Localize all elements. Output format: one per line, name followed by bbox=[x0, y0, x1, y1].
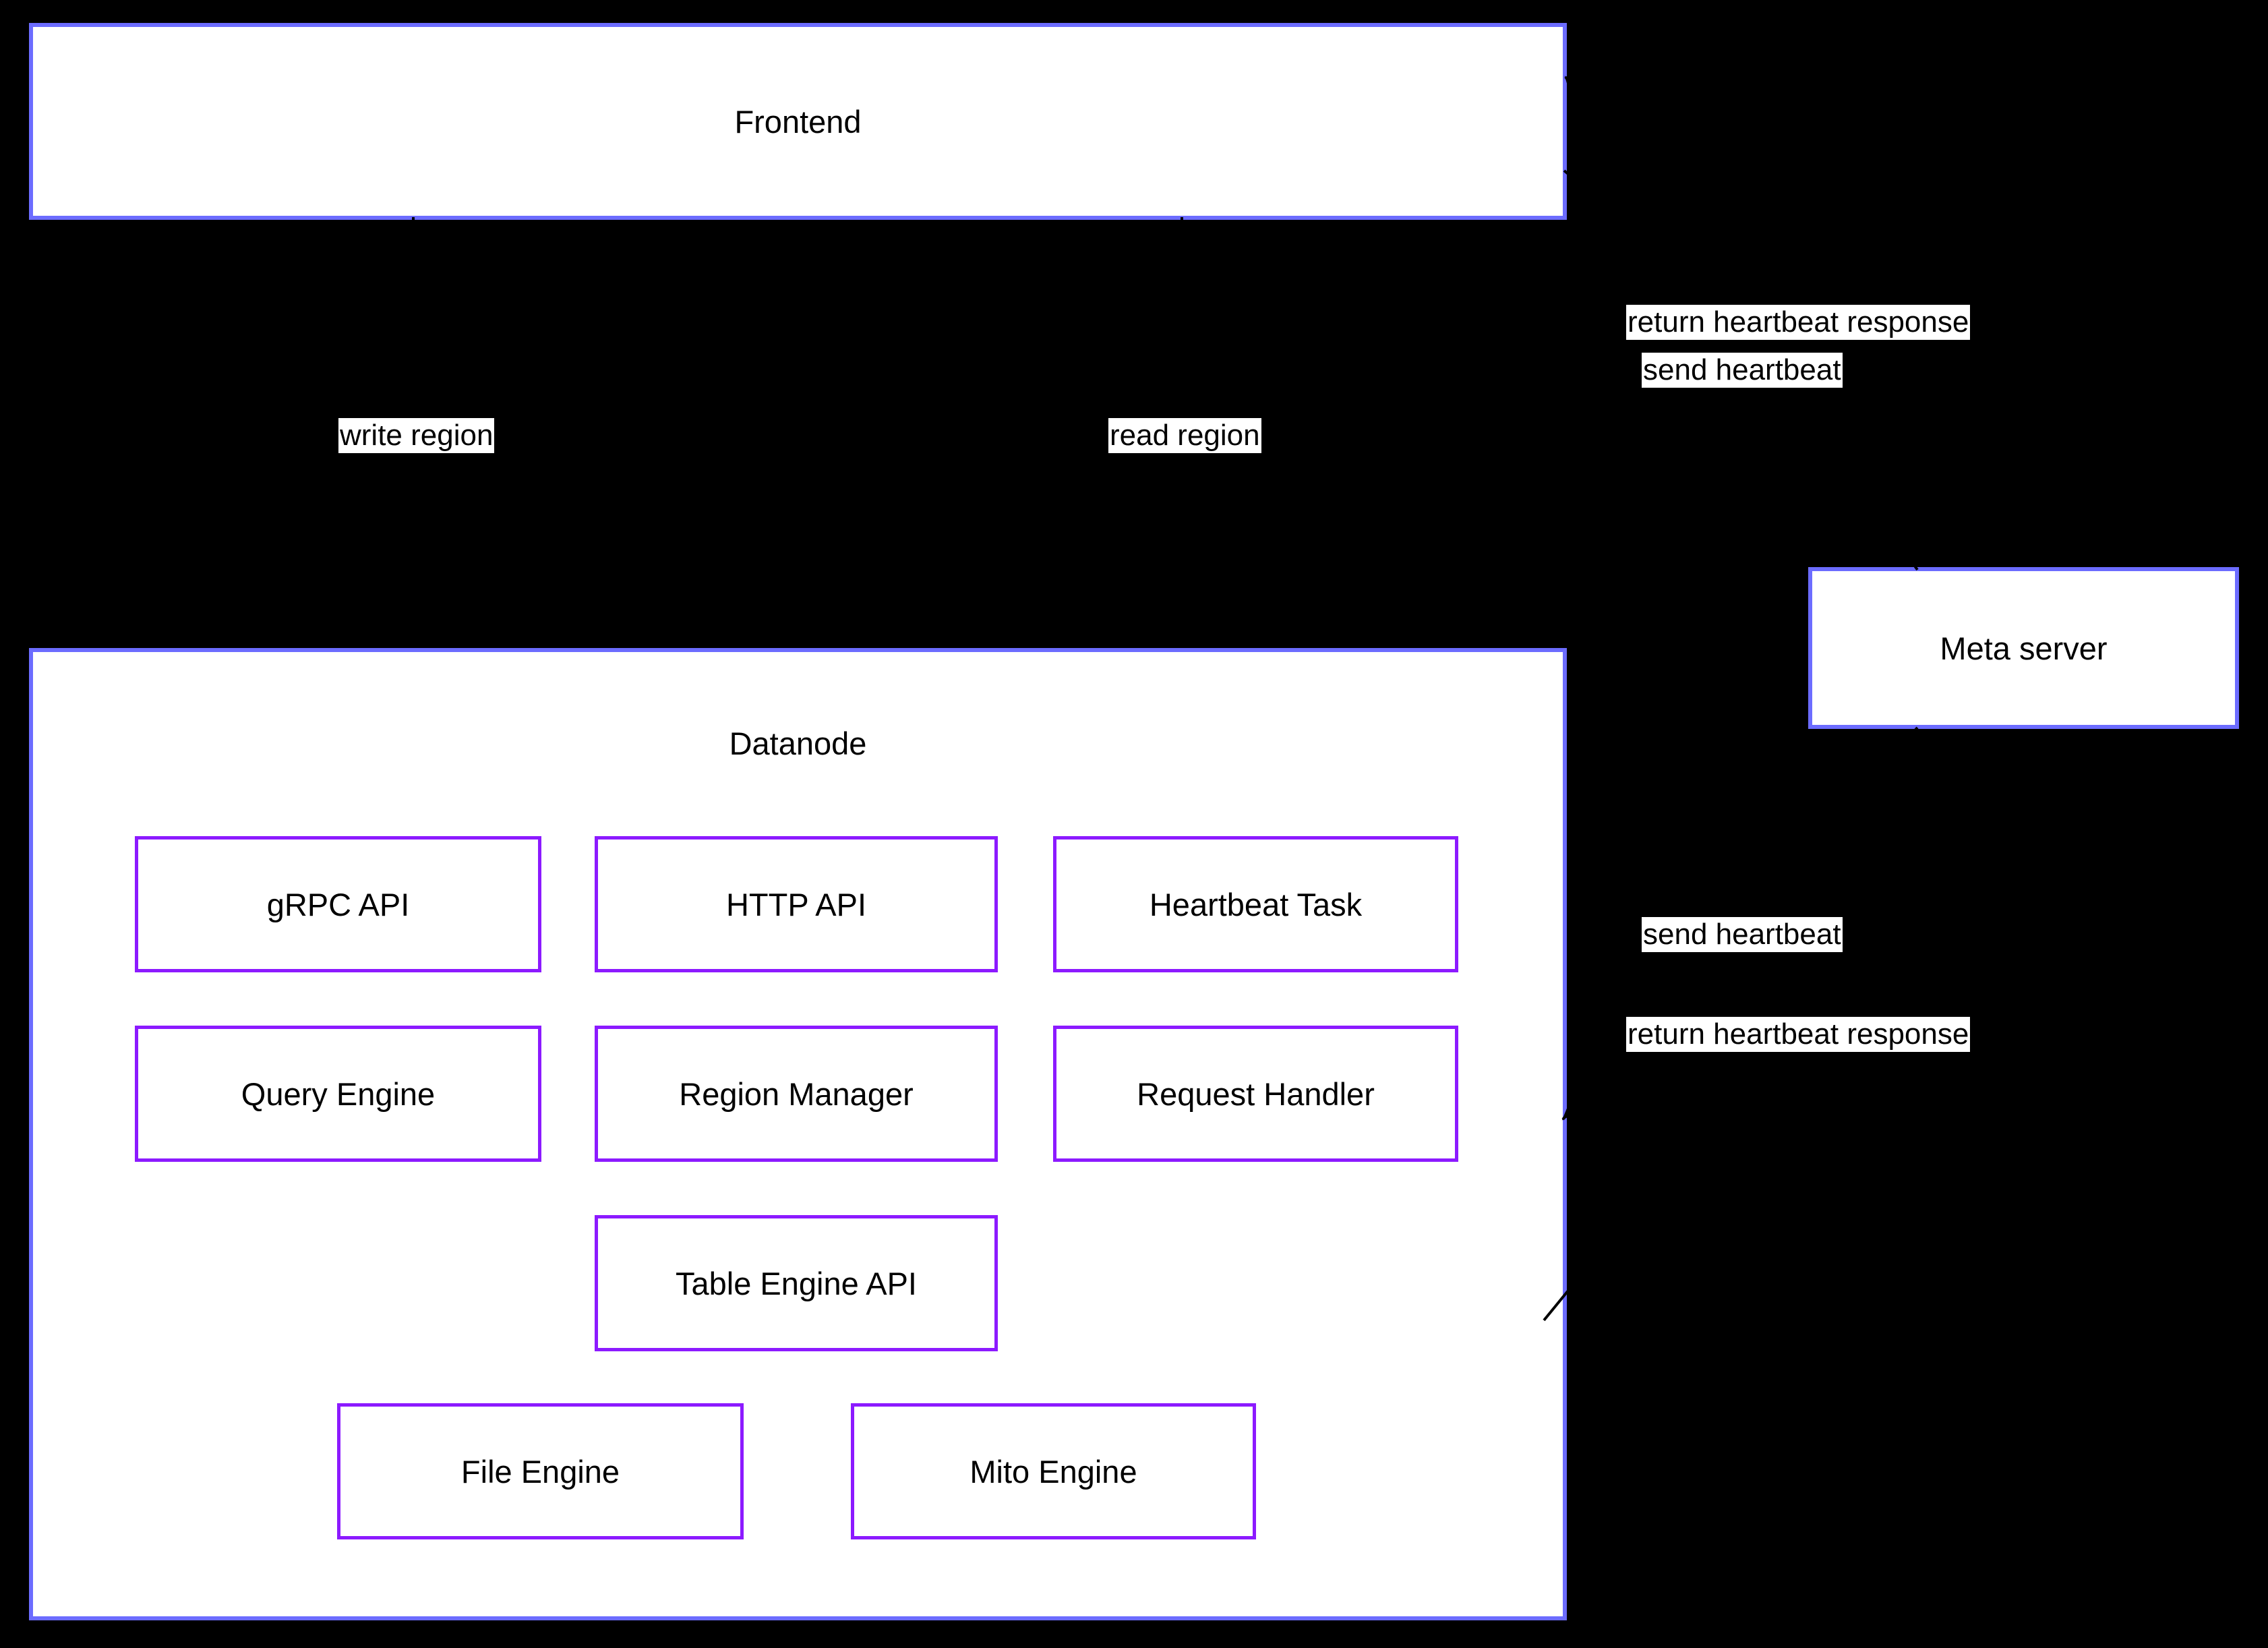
edge-label-write-region: write region bbox=[338, 418, 495, 453]
datanode-label: Datanode bbox=[729, 726, 867, 761]
mito-engine-label: Mito Engine bbox=[969, 1453, 1137, 1490]
meta-server-label: Meta server bbox=[1940, 630, 2108, 666]
grpc-api-label: gRPC API bbox=[266, 886, 410, 922]
region-manager-box: Region Manager bbox=[595, 1026, 998, 1162]
frontend-box: Frontend bbox=[29, 23, 1567, 220]
query-engine-box: Query Engine bbox=[135, 1026, 541, 1162]
heartbeat-task-box: Heartbeat Task bbox=[1053, 836, 1458, 972]
table-engine-api-box: Table Engine API bbox=[595, 1215, 998, 1351]
frontend-label: Frontend bbox=[734, 103, 862, 140]
meta-server-box: Meta server bbox=[1808, 567, 2239, 729]
edge-label-datanode-send-heartbeat: send heartbeat bbox=[1642, 917, 1843, 952]
edge-label-frontend-return-heartbeat-response: return heartbeat response bbox=[1626, 305, 1971, 340]
edge-label-frontend-send-heartbeat: send heartbeat bbox=[1642, 353, 1843, 388]
http-api-label: HTTP API bbox=[725, 886, 867, 922]
table-engine-api-label: Table Engine API bbox=[676, 1265, 917, 1301]
edge-label-datanode-return-heartbeat-response: return heartbeat response bbox=[1626, 1017, 1971, 1052]
file-engine-label: File Engine bbox=[460, 1453, 620, 1490]
request-handler-label: Request Handler bbox=[1137, 1076, 1375, 1112]
file-engine-box: File Engine bbox=[337, 1403, 744, 1539]
http-api-box: HTTP API bbox=[595, 836, 998, 972]
region-manager-label: Region Manager bbox=[679, 1076, 914, 1112]
query-engine-label: Query Engine bbox=[241, 1076, 436, 1112]
grpc-api-box: gRPC API bbox=[135, 836, 541, 972]
edge-label-read-region: read region bbox=[1108, 418, 1261, 453]
request-handler-box: Request Handler bbox=[1053, 1026, 1458, 1162]
mito-engine-box: Mito Engine bbox=[851, 1403, 1256, 1539]
heartbeat-task-label: Heartbeat Task bbox=[1149, 886, 1363, 922]
